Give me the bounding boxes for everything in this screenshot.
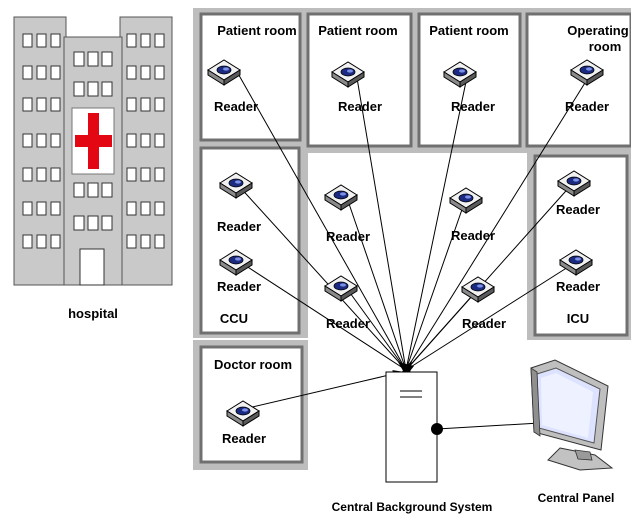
reader-label: Reader: [217, 279, 261, 294]
red-cross-icon: [75, 113, 112, 169]
monitor-icon: Central Panel: [530, 359, 615, 505]
patient-room-2-label: Patient room: [318, 23, 397, 38]
operating-room-label-2: room: [589, 39, 622, 54]
doctor-room-label: Doctor room: [214, 357, 292, 372]
ccu-label: CCU: [220, 311, 248, 326]
reader-label: Reader: [462, 316, 506, 331]
reader-label: Reader: [451, 228, 495, 243]
central-panel-label: Central Panel: [538, 491, 615, 505]
rfid-reader-icon: [324, 275, 358, 302]
convergence-arrowheads: [398, 360, 414, 376]
operating-room-label-1: Operating: [567, 23, 628, 38]
doctor-room: [199, 345, 304, 464]
reader-label: Reader: [326, 229, 370, 244]
reader-label: Reader: [556, 279, 600, 294]
patient-room-1-label: Patient room: [217, 23, 296, 38]
reader-label: Reader: [222, 431, 266, 446]
reader-label: Reader: [565, 99, 609, 114]
reader-label: Reader: [451, 99, 495, 114]
rfid-reader-icon: [461, 276, 495, 303]
reader-label: Reader: [326, 316, 370, 331]
reader-label: Reader: [556, 202, 600, 217]
rfid-reader-icon: [324, 184, 358, 211]
reader-label: Reader: [338, 99, 382, 114]
connection-lines: [235, 69, 594, 430]
connection-node: [431, 423, 443, 435]
hospital-building: hospital: [13, 16, 173, 321]
hospital-door: [79, 248, 105, 286]
reader-label: Reader: [217, 219, 261, 234]
central-background-system: Central Background System: [332, 371, 493, 514]
floor-plan: [193, 8, 631, 470]
ccu-room: [199, 146, 301, 335]
central-background-system-label: Central Background System: [332, 500, 493, 514]
rfid-reader-icon: [449, 187, 483, 214]
room-labels: Patient room Patient room Patient room O…: [214, 23, 629, 372]
server-tower-icon: [385, 371, 438, 483]
hospital-label: hospital: [68, 306, 118, 321]
icu-label: ICU: [567, 311, 589, 326]
reader-labels: Reader Reader Reader Reader Reader Reade…: [214, 99, 609, 446]
patient-room-3-label: Patient room: [429, 23, 508, 38]
reader-label: Reader: [214, 99, 258, 114]
